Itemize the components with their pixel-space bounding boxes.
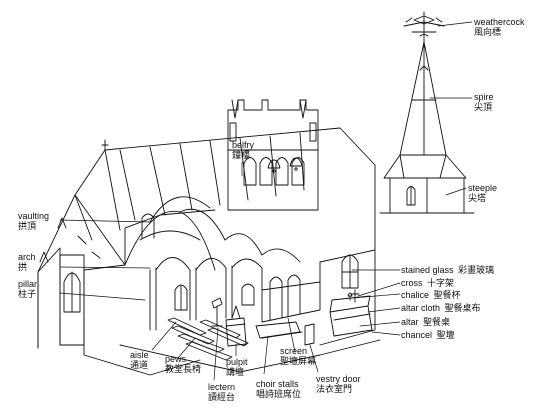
label-spire: spire 尖頂 [474,92,494,112]
label-altar-cloth-en: altar cloth [401,303,440,313]
label-arch-en: arch [18,252,36,262]
label-pews: pews 教堂長椅 [165,354,201,374]
label-belfry: belfry 鐘樓 [232,140,254,160]
label-stained-glass: stained glass 彩畫玻璃 [401,265,494,275]
interior-drawing [120,165,380,372]
label-altar-cloth: altar cloth 聖餐桌布 [401,303,481,313]
label-chancel-zh: 聖壇 [437,330,455,340]
label-arch-zh: 拱 [18,262,36,272]
label-altar-en: altar [401,317,419,327]
label-pews-en: pews [165,354,201,364]
label-belfry-zh: 鐘樓 [232,150,254,160]
steeple-drawing [380,12,474,213]
label-chalice-en: chalice [401,290,429,300]
label-spire-en: spire [474,92,494,102]
label-aisle-en: aisle [130,350,149,360]
label-chalice-zh: 聖餐杯 [434,290,461,300]
label-steeple-en: steeple [468,183,497,193]
label-altar: altar 聖餐桌 [401,317,450,327]
label-screen-en: screen [280,346,316,356]
label-choir-stalls-en: choir stalls [256,379,301,389]
label-chalice: chalice 聖餐杯 [401,290,461,300]
label-screen-zh: 聖壇屏幕 [280,356,316,366]
label-steeple: steeple 尖塔 [468,183,497,203]
label-altar-cloth-zh: 聖餐桌布 [445,303,481,313]
label-stained-glass-en: stained glass [401,265,454,275]
label-belfry-en: belfry [232,140,254,150]
label-vaulting-en: vaulting [18,211,49,221]
label-arch: arch 拱 [18,252,36,272]
label-pillar: pillar 柱子 [18,279,37,299]
label-pillar-en: pillar [18,279,37,289]
label-vaulting-zh: 拱頂 [18,221,49,231]
label-choir-stalls-zh: 唱詩班席位 [256,389,301,399]
label-cross-zh: 十字架 [427,278,454,288]
label-altar-zh: 聖餐桌 [423,317,450,327]
weathercock-drawing [404,12,444,42]
label-lectern: lectern 讀經台 [208,382,235,402]
label-spire-zh: 尖頂 [474,102,494,112]
label-weathercock-zh: 風向標 [474,27,525,37]
label-lectern-en: lectern [208,382,235,392]
label-screen: screen 聖壇屏幕 [280,346,316,366]
label-weathercock: weathercock 風向標 [474,17,525,37]
label-vestry-door-zh: 法衣室門 [316,384,361,394]
label-cross: cross 十字架 [401,278,454,288]
label-cross-en: cross [401,278,423,288]
label-choir-stalls: choir stalls 唱詩班席位 [256,379,301,399]
label-vestry-door: vestry door 法衣室門 [316,374,361,394]
label-pillar-zh: 柱子 [18,289,37,299]
label-pulpit-en: pulpit [226,357,248,367]
label-pulpit-zh: 講壇 [226,367,248,377]
label-vestry-door-en: vestry door [316,374,361,384]
label-lectern-zh: 讀經台 [208,392,235,402]
label-vaulting: vaulting 拱頂 [18,211,49,231]
label-weathercock-en: weathercock [474,17,525,27]
label-chancel: chancel 聖壇 [401,330,455,340]
label-stained-glass-zh: 彩畫玻璃 [458,265,494,275]
label-steeple-zh: 尖塔 [468,193,497,203]
label-chancel-en: chancel [401,330,432,340]
label-pulpit: pulpit 講壇 [226,357,248,377]
label-pews-zh: 教堂長椅 [165,364,201,374]
label-aisle: aisle 通道 [130,350,149,370]
label-aisle-zh: 通道 [130,360,149,370]
